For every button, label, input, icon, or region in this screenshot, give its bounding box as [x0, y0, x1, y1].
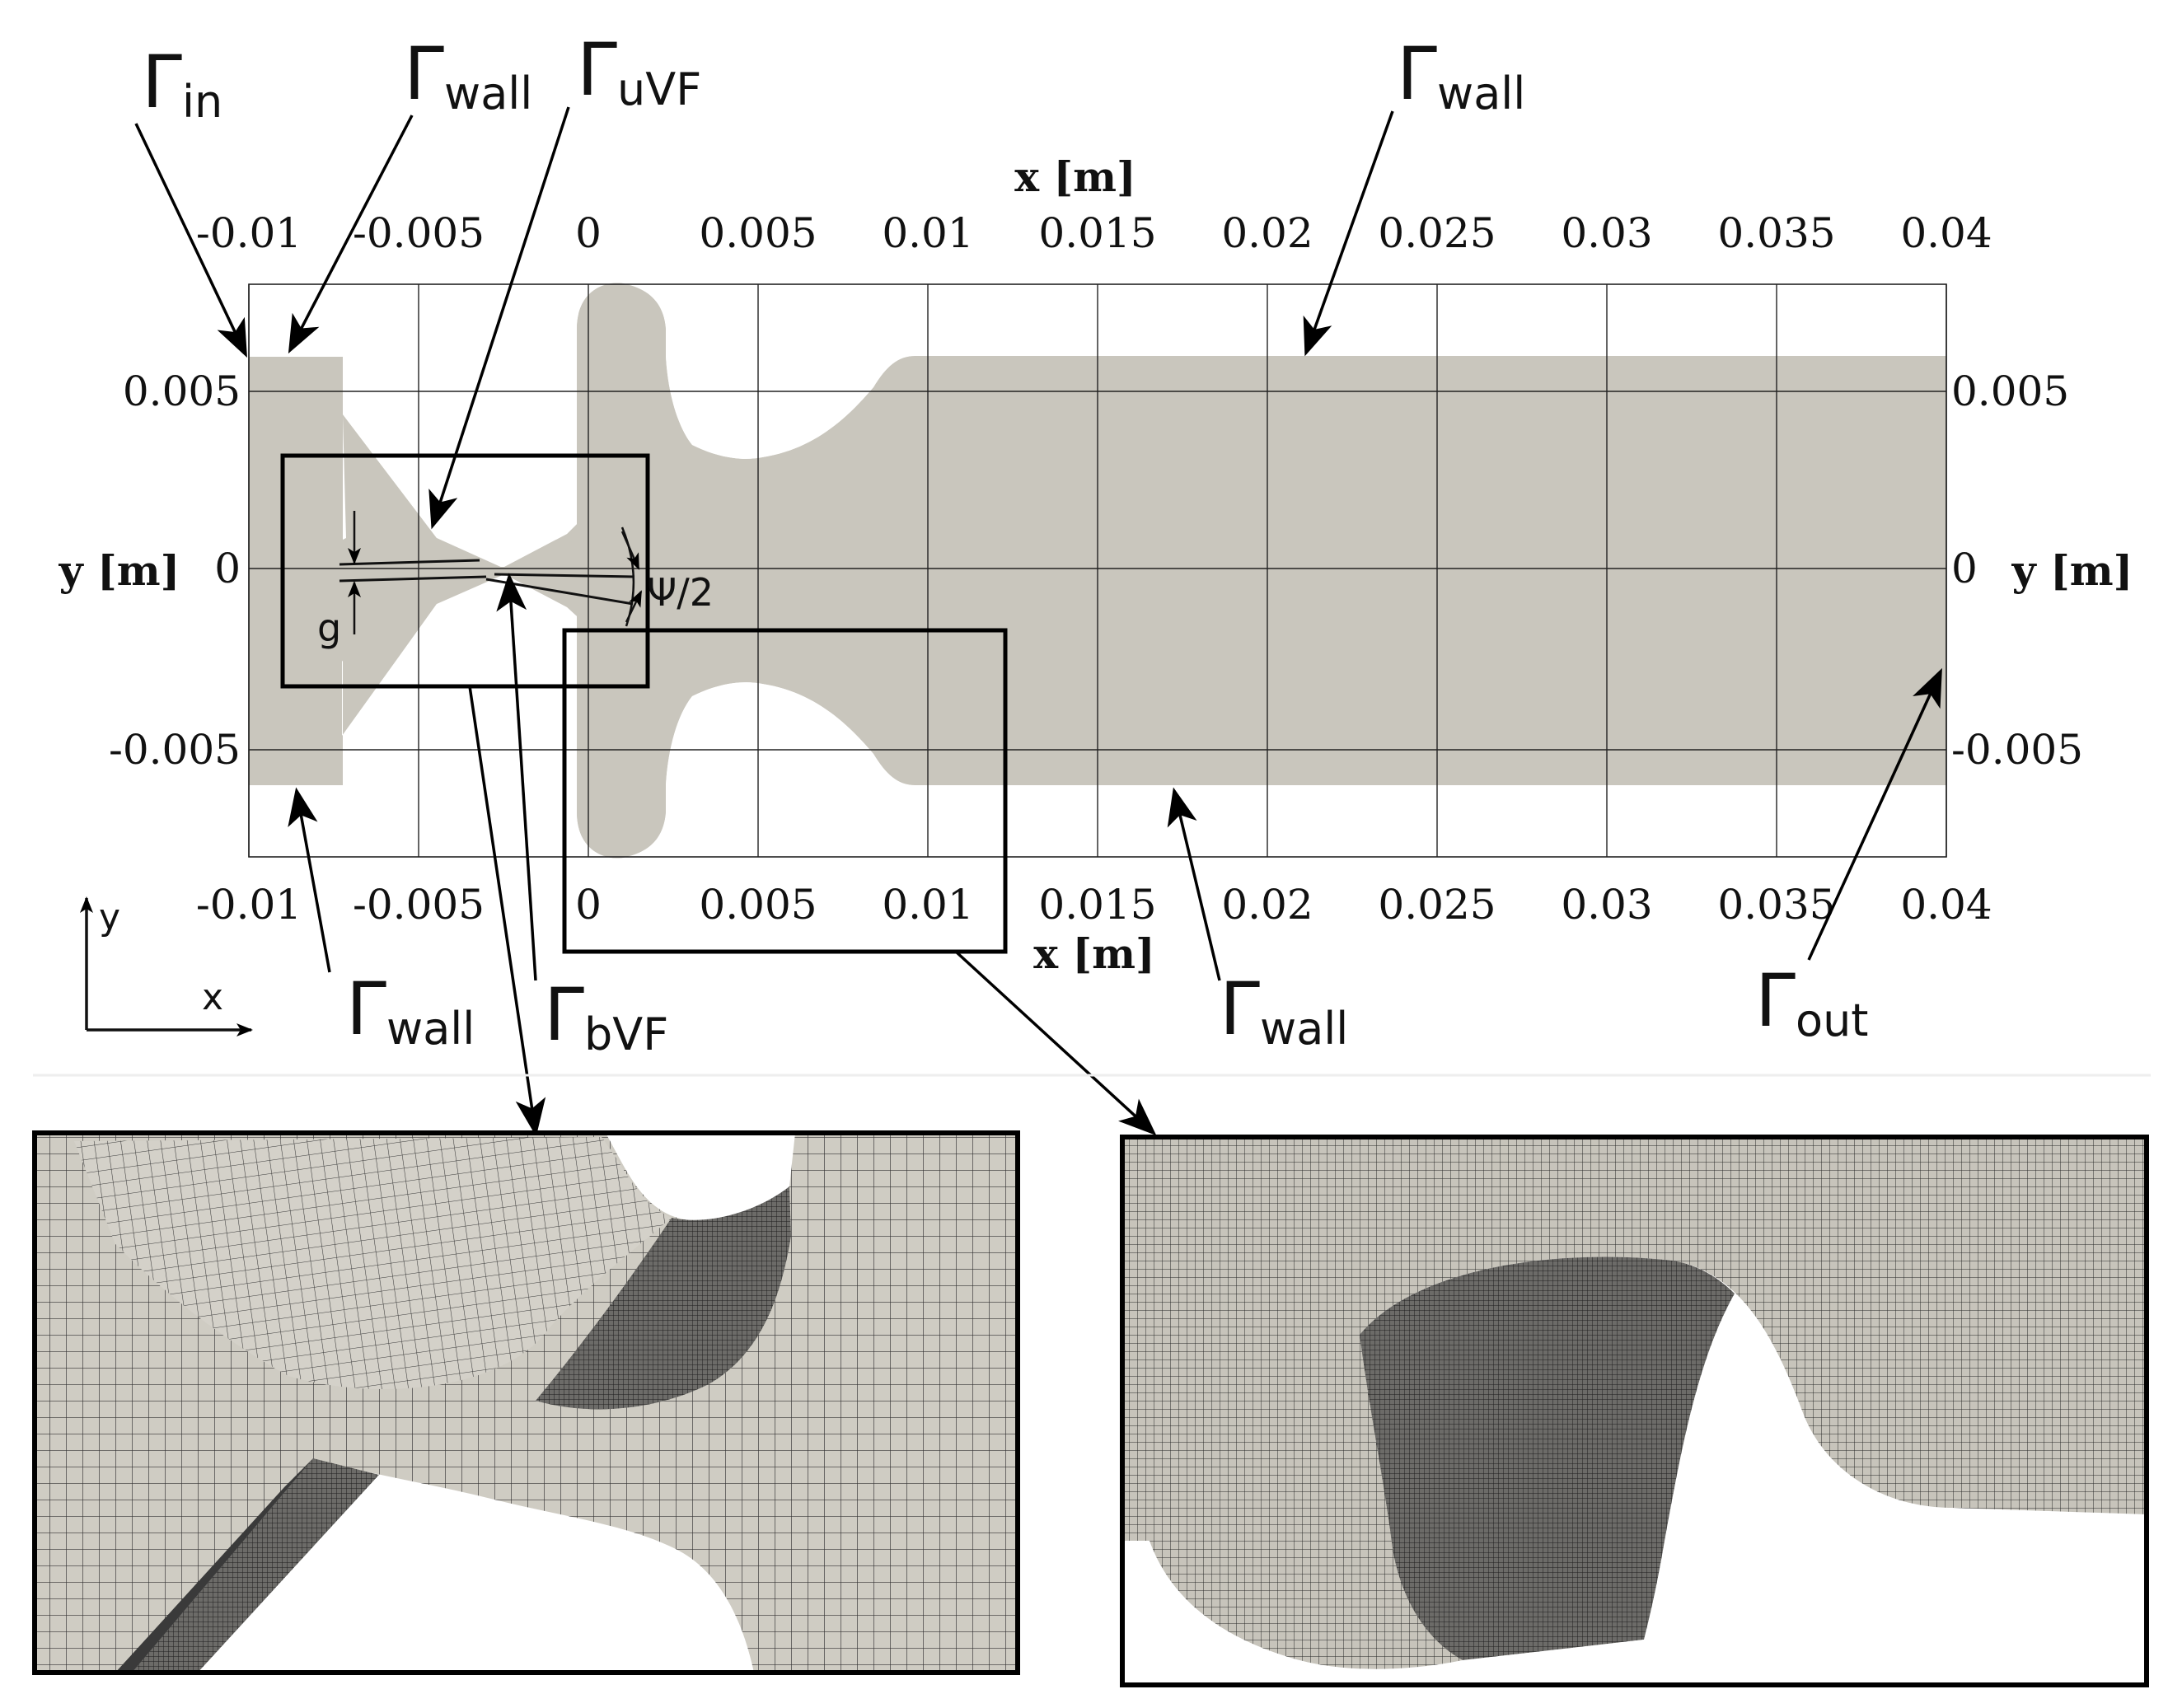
angle-label: Ψ/2 — [647, 570, 714, 615]
coord-axis-y-label: y — [99, 896, 120, 938]
y-tick-labels-left: 0.005 0 -0.005 — [109, 367, 241, 774]
supraglottal-white-wedge-top — [343, 357, 577, 567]
y-tick-label-left: 0 — [214, 545, 241, 592]
boundary-arrows — [134, 106, 1942, 1137]
plot-frame — [248, 283, 1947, 858]
y-tick-label-right: -0.005 — [1951, 726, 2083, 774]
svg-text:ΓuVF: ΓuVF — [577, 27, 701, 115]
gap-angle-annotation — [339, 511, 643, 634]
x-tick-label-bottom: 0.015 — [1038, 881, 1156, 929]
x-tick-label-bottom: 0.02 — [1221, 881, 1313, 929]
x-axis-label-top: x [m] — [1014, 152, 1136, 201]
x-tick-label-top: 0.035 — [1717, 209, 1835, 257]
x-tick-label-top: 0.015 — [1038, 209, 1156, 257]
boundary-label-wall-bottom-right: Γwall — [1220, 966, 1348, 1055]
x-tick-label-bottom: -0.01 — [196, 881, 302, 929]
y-tick-label-right: 0.005 — [1951, 367, 2069, 415]
boundary-label-bottom-vf: ΓbVF — [544, 972, 668, 1060]
boundary-label-wall-top-left: Γwall — [404, 31, 532, 119]
x-tick-label-bottom: 0.025 — [1378, 881, 1496, 929]
gap-label: g — [317, 606, 341, 650]
boundary-label-inlet: Γin — [142, 40, 222, 128]
x-axis-label-bottom: x [m] — [1033, 929, 1154, 978]
mesh-inset-lower-vf-frame — [1120, 1135, 2149, 1687]
x-tick-label-top: 0.025 — [1378, 209, 1496, 257]
x-tick-labels-top: -0.01 -0.005 0 0.005 0.01 0.015 0.02 0.025 0.03 0… — [196, 209, 1992, 257]
y-tick-label-right: 0 — [1951, 545, 1978, 592]
x-tick-label-top: 0.04 — [1900, 209, 1992, 257]
glottal-gap — [343, 416, 346, 540]
lower-vf-cavity — [666, 682, 915, 785]
mesh-inset-lower-vf — [1122, 1137, 2147, 1685]
mesh-inset-glottis — [35, 1133, 1018, 1673]
y-tick-label-left: 0.005 — [123, 367, 241, 415]
x-tick-label-bottom: 0.04 — [1900, 881, 1992, 929]
boundary-label-upper-vf: ΓuVF — [577, 27, 701, 115]
y-axis-label-left: y [m] — [59, 546, 180, 595]
svg-text:Γout: Γout — [1755, 958, 1868, 1046]
coord-axis-x-label: x — [202, 976, 223, 1018]
x-tick-label-top: 0.005 — [699, 209, 817, 257]
computational-domain — [249, 283, 1946, 859]
upper-vf-cavity — [666, 356, 915, 459]
lower-vf-body — [577, 601, 666, 859]
domain-inlet-region — [249, 357, 433, 785]
x-tick-label-top: 0.03 — [1561, 209, 1652, 257]
y-tick-label-left: -0.005 — [109, 726, 241, 774]
upper-vf-body — [577, 283, 666, 540]
mesh-inset-glottis-frame — [32, 1130, 1020, 1675]
x-tick-label-top: -0.01 — [196, 209, 302, 257]
x-tick-labels-bottom: -0.01 -0.005 0 0.005 0.01 0.015 0.02 0.025 0.03 0… — [196, 881, 1992, 929]
svg-text:Γin: Γin — [142, 40, 222, 128]
svg-text:Γwall: Γwall — [1220, 966, 1348, 1055]
boundary-label-wall-bottom-left: Γwall — [346, 966, 475, 1055]
x-tick-label-bottom: 0 — [575, 881, 602, 929]
x-tick-label-bottom: 0.005 — [699, 881, 817, 929]
svg-text:Γwall: Γwall — [404, 31, 532, 119]
svg-text:Γwall: Γwall — [346, 966, 475, 1055]
svg-text:ΓbVF: ΓbVF — [544, 972, 668, 1060]
domain-upper-vocal-fold — [343, 283, 1946, 569]
boundary-label-outlet: Γout — [1755, 958, 1868, 1046]
domain-lower-vocal-fold — [342, 540, 1946, 859]
x-tick-label-top: 0 — [575, 209, 602, 257]
zoom-box-glottis — [280, 453, 650, 689]
x-tick-label-bottom: 0.03 — [1561, 881, 1652, 929]
boundary-label-wall-top-right: Γwall — [1397, 31, 1525, 119]
x-tick-label-top: -0.005 — [353, 209, 485, 257]
x-tick-label-top: 0.01 — [882, 209, 973, 257]
x-tick-label-bottom: 0.035 — [1717, 881, 1835, 929]
x-tick-label-top: 0.02 — [1221, 209, 1313, 257]
x-tick-label-bottom: -0.005 — [353, 881, 485, 929]
svg-text:Γwall: Γwall — [1397, 31, 1525, 119]
y-tick-labels-right: 0.005 0 -0.005 — [1951, 367, 2083, 774]
y-axis-label-right: y [m] — [2011, 546, 2133, 595]
x-tick-label-bottom: 0.01 — [882, 881, 973, 929]
coordinate-axes-icon — [80, 896, 253, 1036]
zoom-box-lower-vf — [562, 628, 1008, 954]
